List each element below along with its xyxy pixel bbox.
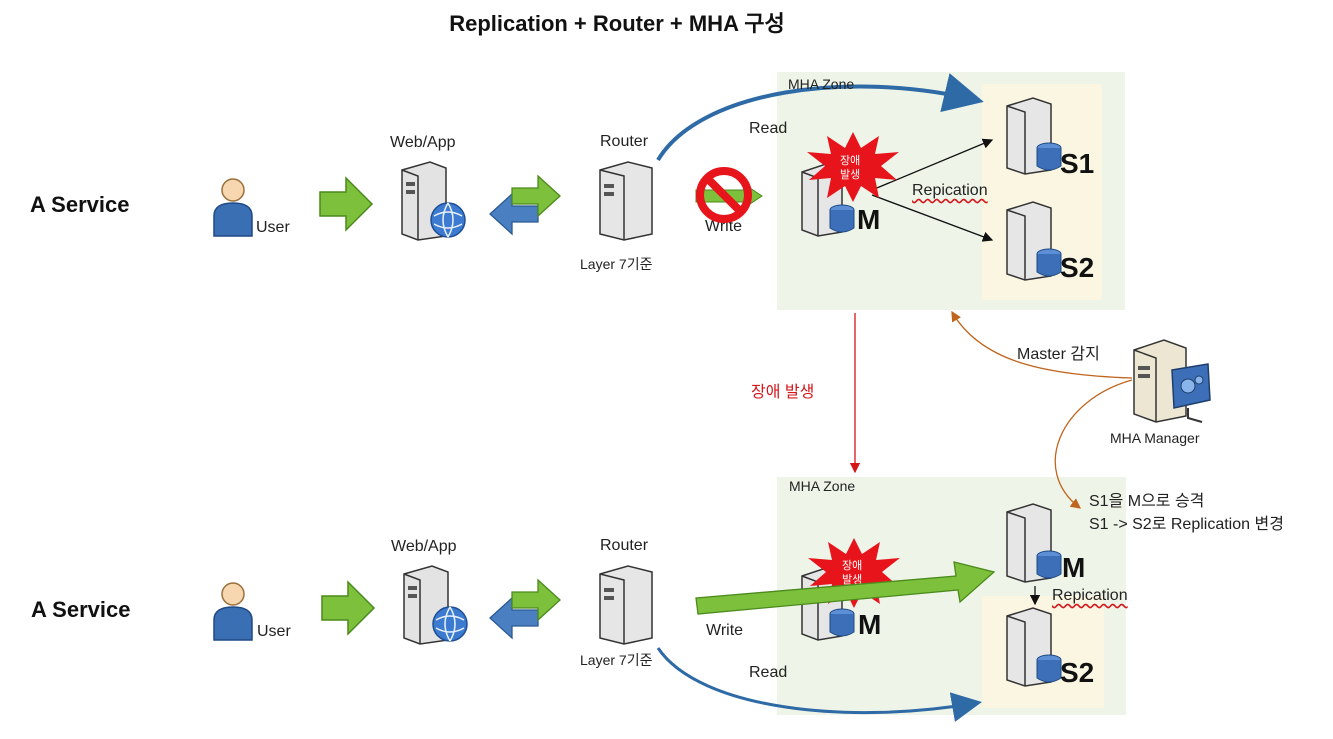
replication-label-bottom: Repication <box>1052 587 1128 604</box>
page-title: Replication + Router + MHA 구성 <box>449 11 785 36</box>
mha-zone-label-top: MHA Zone <box>788 76 855 92</box>
slave2-db-server-icon <box>1006 201 1062 281</box>
router-server-icon <box>599 565 653 645</box>
router-label-top: Router <box>600 133 649 150</box>
master-detect-label: Master 감지 <box>1017 346 1100 363</box>
mha-zone-label-bottom: MHA Zone <box>789 478 856 494</box>
burst-text-bottom-1: 장애 <box>842 560 863 572</box>
bidirectional-arrow-icon <box>489 174 561 236</box>
router-server-icon <box>599 161 653 241</box>
read-label-bottom: Read <box>749 664 788 681</box>
slave1-label-top: S1 <box>1060 148 1095 179</box>
mha-manager-label: MHA Manager <box>1110 430 1200 446</box>
burst-text-top-2: 발생 <box>840 169 861 181</box>
web-server-icon <box>401 161 466 241</box>
old-master-label: M <box>858 609 882 640</box>
promote-line-2: S1 -> S2로 Replication 변경 <box>1089 516 1284 533</box>
burst-text-top-1: 장애 <box>840 155 861 167</box>
burst-text-bottom-2: 발생 <box>842 574 863 586</box>
request-arrow-icon <box>319 176 374 232</box>
new-master-db-server-icon <box>1006 503 1062 583</box>
mha-manager-icon <box>1133 339 1211 423</box>
bidirectional-arrow-icon <box>489 578 561 640</box>
write-label-bottom: Write <box>706 622 744 639</box>
slave2-db-server-icon <box>1006 607 1062 687</box>
webapp-label-bottom: Web/App <box>391 538 457 555</box>
slave2-label-bottom: S2 <box>1060 657 1095 688</box>
read-label-top: Read <box>749 120 788 137</box>
user-icon <box>213 582 253 641</box>
service-label-top: A Service <box>30 192 130 217</box>
webapp-label-top: Web/App <box>390 134 456 151</box>
slave1-db-server-icon <box>1006 97 1062 175</box>
router-label-bottom: Router <box>600 537 649 554</box>
promote-line-1: S1을 M으로 승격 <box>1089 493 1205 510</box>
failure-burst-icon <box>807 132 899 202</box>
layer-label-bottom: Layer 7기준 <box>580 652 653 668</box>
write-label-top: Write <box>705 218 743 235</box>
service-label-bottom: A Service <box>31 597 131 622</box>
failure-label: 장애 발생 <box>751 384 815 401</box>
master-label-top: M <box>857 204 881 235</box>
user-label-bottom: User <box>257 623 291 640</box>
layer-label-top: Layer 7기준 <box>580 256 653 272</box>
user-label-top: User <box>256 219 290 236</box>
blocked-write-arrow-icon <box>695 167 763 223</box>
user-icon <box>213 178 253 237</box>
replication-label-top: Repication <box>912 182 988 199</box>
slave2-label-top: S2 <box>1060 252 1095 283</box>
request-arrow-icon <box>321 580 376 636</box>
write-arrow-icon <box>695 561 996 615</box>
new-master-label: M <box>1062 552 1086 583</box>
web-server-icon <box>403 565 468 645</box>
